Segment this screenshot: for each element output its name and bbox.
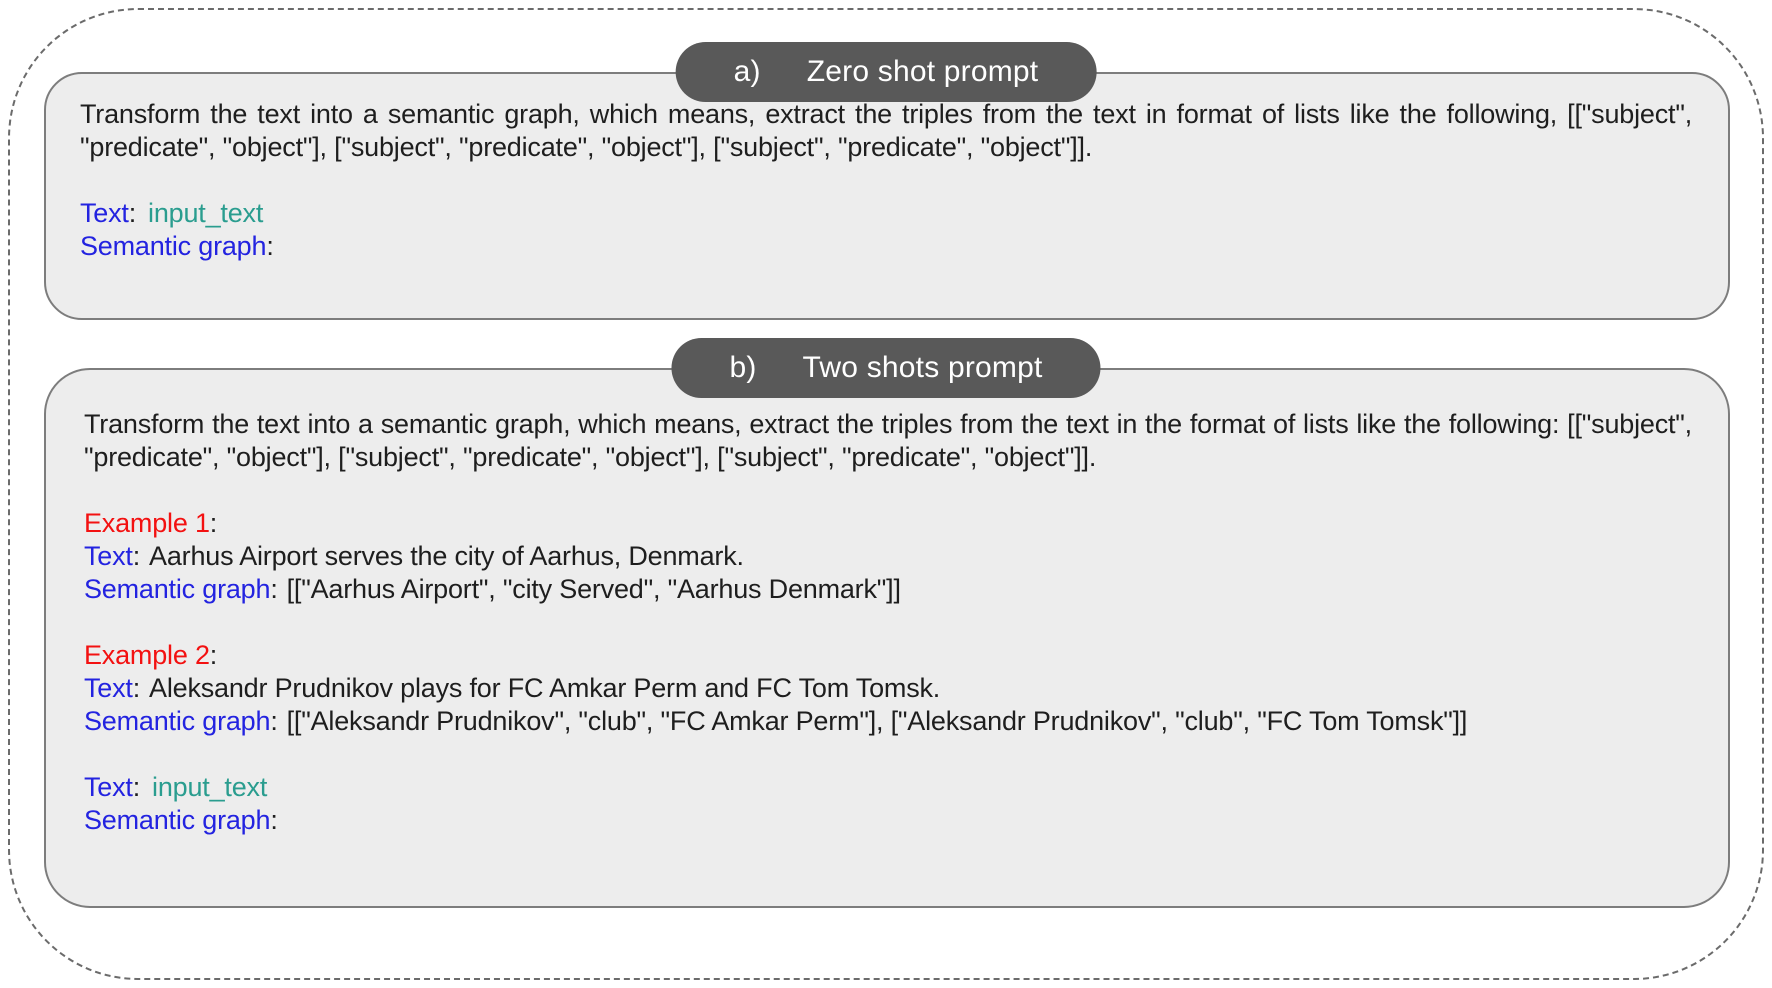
text-label: Text — [84, 541, 133, 571]
example-1-semantic-graph: [["Aarhus Airport", "city Served", "Aarh… — [286, 574, 901, 604]
zero-shot-instruction: Transform the text into a semantic graph… — [80, 99, 1692, 162]
colon: : — [209, 640, 218, 670]
panel-a-title: Zero shot prompt — [806, 55, 1039, 88]
colon: : — [132, 541, 141, 571]
example-1-text: Aarhus Airport serves the city of Aarhus… — [149, 541, 744, 571]
colon: : — [209, 508, 218, 538]
example-1-text-line: Text: Aarhus Airport serves the city of A… — [84, 540, 1692, 573]
example-2-semantic-graph: [["Aleksandr Prudnikov", "club", "FC Amk… — [286, 706, 1468, 736]
panel-a-header-pill: a) Zero shot prompt — [675, 42, 1097, 102]
colon: : — [270, 574, 278, 604]
example-1-block: Example 1: Text:Aarhus Airport serves th… — [84, 507, 1692, 606]
example-2-label: Example 2 — [84, 640, 210, 670]
zero-shot-text-line: Text: input_text — [80, 197, 1692, 230]
semantic-graph-label: Semantic graph — [80, 231, 267, 261]
text-label: Text — [84, 673, 133, 703]
colon: : — [132, 673, 141, 703]
example-1-label-line: Example 1: — [84, 507, 1692, 540]
example-1-label: Example 1 — [84, 508, 210, 538]
figure-outer-dashed-border — [8, 8, 1764, 980]
text-label: Text — [80, 198, 129, 228]
input-text-placeholder: input_text — [148, 198, 264, 228]
panel-b-tag: b) — [729, 351, 757, 384]
example-2-block: Example 2: Text:Aleksandr Prudnikov play… — [84, 639, 1692, 738]
example-1-semantic-graph-line: Semantic graph: [["Aarhus Airport", "city… — [84, 573, 1692, 606]
semantic-graph-label: Semantic graph — [84, 805, 271, 835]
colon: : — [132, 772, 141, 802]
colon: : — [270, 805, 278, 835]
zero-shot-semantic-graph-line: Semantic graph: — [80, 230, 1692, 263]
two-shots-instruction: Transform the text into a semantic graph… — [84, 409, 1692, 472]
colon: : — [128, 198, 137, 228]
colon: : — [270, 706, 278, 736]
two-shots-semantic-graph-line: Semantic graph: — [84, 804, 1692, 837]
text-label: Text — [84, 772, 133, 802]
semantic-graph-label: Semantic graph — [84, 574, 271, 604]
colon: : — [266, 231, 274, 261]
example-2-label-line: Example 2: — [84, 639, 1692, 672]
example-2-text: Aleksandr Prudnikov plays for FC Amkar P… — [149, 673, 941, 703]
panel-two-shots: Transform the text into a semantic graph… — [44, 368, 1730, 908]
panel-a-tag: a) — [733, 55, 761, 88]
panel-zero-shot: Transform the text into a semantic graph… — [44, 72, 1730, 320]
example-2-text-line: Text: Aleksandr Prudnikov plays for FC Am… — [84, 672, 1692, 705]
two-shots-input-block: Text:input_text Semantic graph: — [84, 771, 1692, 837]
panel-b-header-pill: b) Two shots prompt — [671, 338, 1101, 398]
panel-b-title: Two shots prompt — [802, 351, 1043, 384]
input-text-placeholder: input_text — [152, 772, 268, 802]
example-2-semantic-graph-line: Semantic graph: [["Aleksandr Prudnikov", … — [84, 705, 1692, 738]
two-shots-text-line: Text: input_text — [84, 771, 1692, 804]
semantic-graph-label: Semantic graph — [84, 706, 271, 736]
